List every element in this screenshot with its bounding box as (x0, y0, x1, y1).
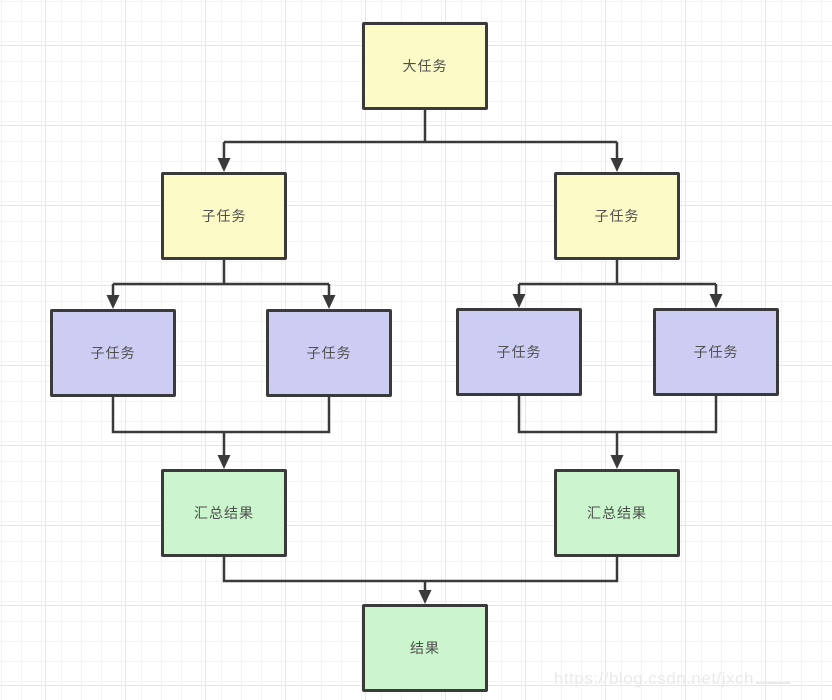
edge-big-to-subtasks (222, 110, 619, 160)
watermark-text: https://blog.csdn.net/jxch (553, 669, 754, 688)
node-big-task: 大任务 (362, 22, 488, 110)
node-final-result: 结果 (362, 604, 488, 692)
edge-subright-to-leaves (517, 259, 718, 296)
arrowhead-merge-right (610, 455, 624, 469)
arrowhead-merge-left (217, 455, 231, 469)
edge-leaves-to-merge-left (111, 396, 331, 457)
arrowhead-sub-right (610, 158, 624, 172)
edge-subleft-to-leaves (111, 260, 331, 297)
node-leaf-subtask-left-1: 子任务 (50, 309, 176, 397)
arrowhead-leaf-lr (322, 295, 336, 309)
arrowhead-leaf-rr (709, 294, 723, 308)
arrowhead-leaf-rl (512, 294, 526, 308)
node-leaf-subtask-right-2: 子任务 (653, 308, 779, 396)
node-leaf-subtask-left-1-label: 子任务 (90, 345, 136, 361)
node-subtask-left: 子任务 (161, 172, 287, 260)
node-leaf-subtask-right-2-label: 子任务 (693, 344, 739, 360)
node-subtask-right: 子任务 (554, 172, 680, 260)
node-merge-result-right: 汇总结果 (554, 469, 680, 557)
edge-merges-to-result (222, 556, 619, 592)
node-subtask-left-label: 子任务 (201, 208, 247, 224)
node-leaf-subtask-right-1: 子任务 (456, 308, 582, 396)
node-merge-result-left-label: 汇总结果 (194, 505, 254, 521)
node-subtask-right-label: 子任务 (594, 208, 640, 224)
node-final-result-label: 结果 (410, 640, 440, 656)
watermark: https://blog.csdn.net/jxch (554, 669, 790, 689)
node-leaf-subtask-left-2: 子任务 (266, 309, 392, 397)
node-big-task-label: 大任务 (402, 58, 448, 74)
edge-leaves-to-merge-right (517, 395, 718, 457)
node-leaf-subtask-left-2-label: 子任务 (306, 345, 352, 361)
node-leaf-subtask-right-1-label: 子任务 (496, 344, 542, 360)
node-merge-result-left: 汇总结果 (161, 469, 287, 557)
arrowhead-result (418, 590, 432, 604)
arrowhead-sub-left (217, 158, 231, 172)
watermark-underline (756, 682, 790, 684)
arrowhead-leaf-ll (106, 295, 120, 309)
node-merge-result-right-label: 汇总结果 (587, 505, 647, 521)
